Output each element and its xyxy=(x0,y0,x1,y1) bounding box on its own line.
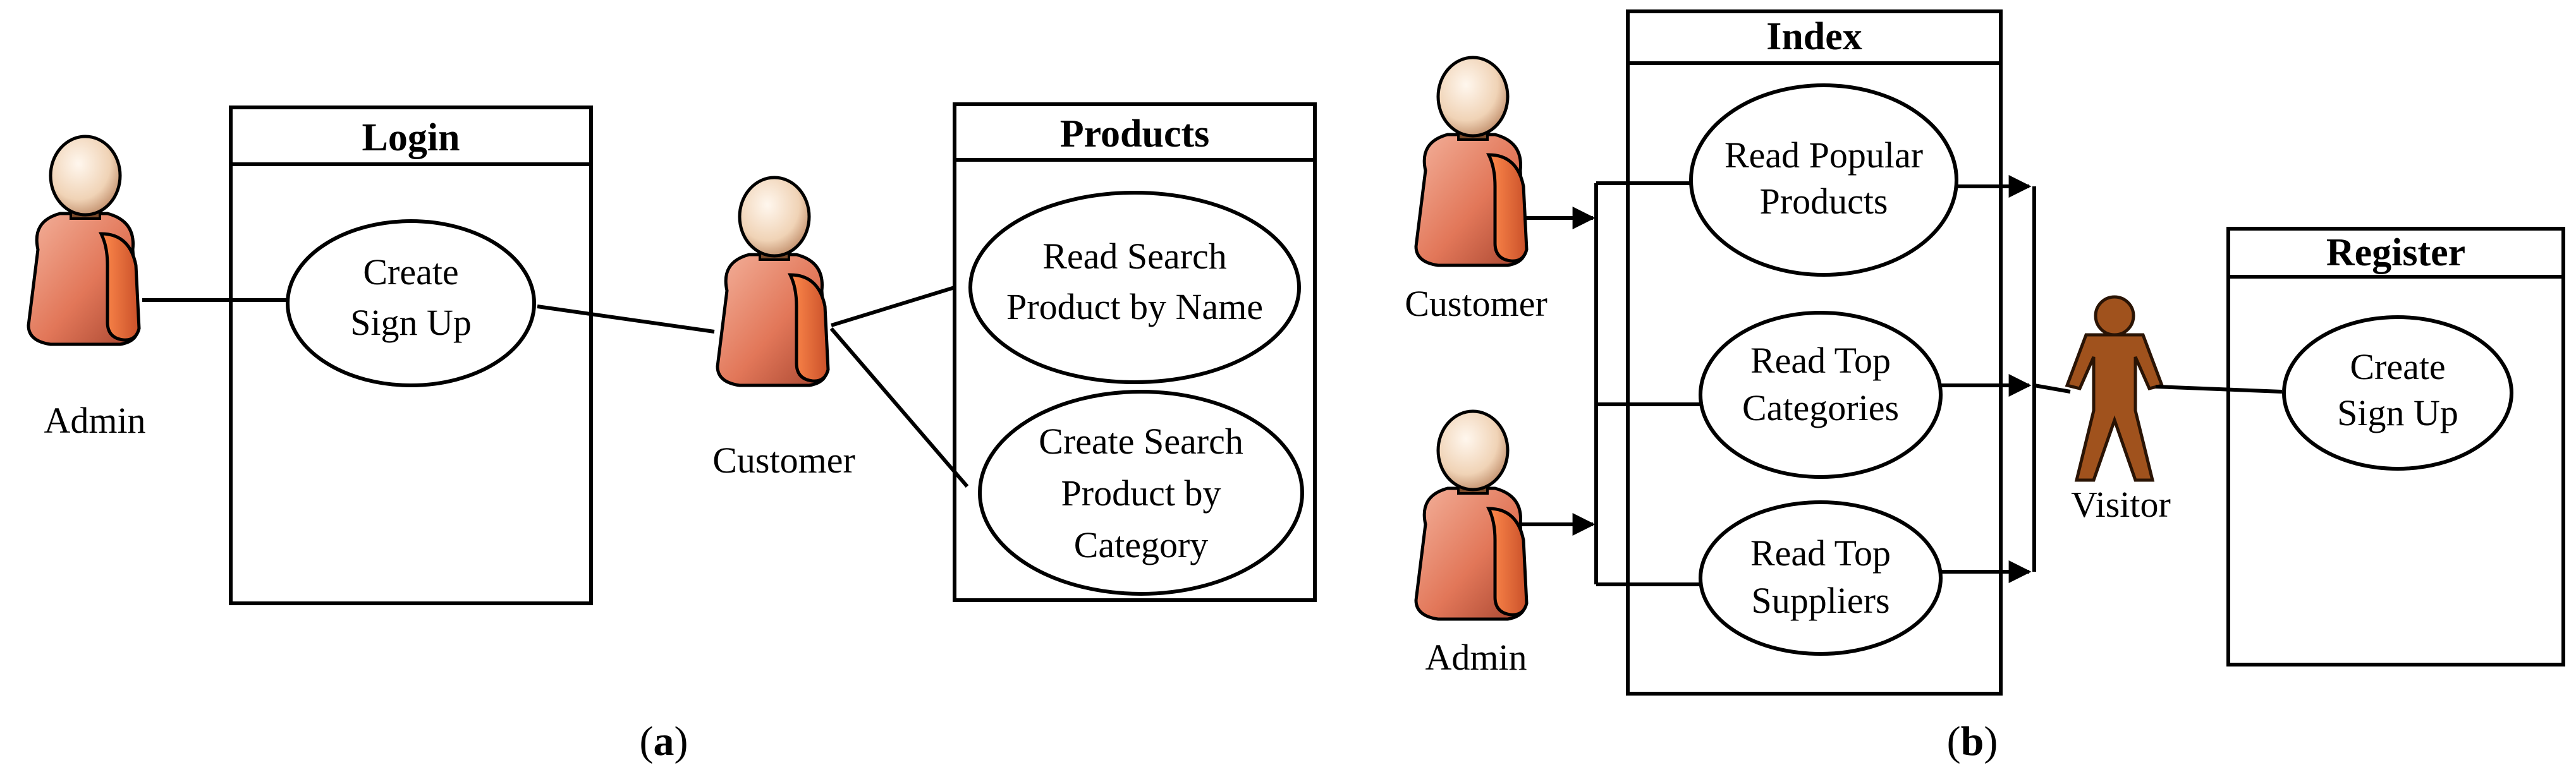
actor-customer-a: Customer xyxy=(712,178,855,481)
association-signup-customer xyxy=(537,305,715,334)
actor-label-admin: Admin xyxy=(44,400,145,441)
system-box-register: Register Create Sign Up xyxy=(2226,227,2565,666)
use-case-create-sign-up-line1: Create xyxy=(2350,346,2445,387)
use-case-ellipse xyxy=(1699,311,1943,479)
actor-customer-b: Customer xyxy=(1405,57,1547,324)
panel-b: Customer Admin Index Read Popular Produc… xyxy=(1405,9,2565,764)
association-visitor-register xyxy=(2155,385,2283,394)
actor-label-admin: Admin xyxy=(1425,637,1527,678)
panel-label-b: (b) xyxy=(1947,718,1998,764)
association-bus-visitor xyxy=(2034,383,2071,394)
use-case-create-sign-up-line2: Sign Up xyxy=(350,302,472,343)
actor-admin-a: Admin xyxy=(28,136,146,441)
use-case-read-search-line1: Read Search xyxy=(1042,236,1226,277)
panel-label-a: (a) xyxy=(640,718,688,764)
index-box-title: Index xyxy=(1766,15,1862,58)
person-icon xyxy=(1416,411,1527,619)
use-case-read-search-line2: Product by Name xyxy=(1006,286,1263,327)
use-case-create-search-line2: Product by xyxy=(1061,473,1221,514)
use-case-create-search-line1: Create Search xyxy=(1039,421,1243,462)
index-box-frame xyxy=(1626,9,2003,696)
use-case-create-sign-up-line2: Sign Up xyxy=(2337,392,2458,433)
stick-figure-icon xyxy=(2065,295,2164,482)
use-case-create-sign-up-line1: Create xyxy=(363,251,458,292)
actor-visitor: Visitor xyxy=(2065,295,2171,525)
actor-label-customer: Customer xyxy=(712,440,855,481)
register-box-title: Register xyxy=(2326,231,2465,274)
products-box-title: Products xyxy=(1060,112,1210,155)
system-box-index: Index Read Popular Products Read Top Cat… xyxy=(1626,9,2003,696)
use-case-ellipse xyxy=(968,191,1301,384)
system-box-login: Login Create Sign Up xyxy=(229,106,593,605)
use-case-read-categories-line1: Read Top xyxy=(1750,340,1891,381)
use-case-ellipse xyxy=(2282,315,2513,471)
use-case-ellipse xyxy=(286,219,536,387)
panel-a: Admin Login Create Sign Up Customer Prod… xyxy=(28,102,1317,764)
register-box-frame xyxy=(2226,227,2565,666)
login-box-title: Login xyxy=(362,116,460,159)
association-customer-read-search xyxy=(831,286,955,327)
person-icon xyxy=(717,178,828,385)
person-icon xyxy=(1416,57,1527,265)
use-case-read-popular-line2: Products xyxy=(1760,181,1888,222)
actor-admin-b: Admin xyxy=(1416,411,1527,678)
products-box-frame xyxy=(953,102,1317,602)
use-case-read-suppliers-line2: Suppliers xyxy=(1751,580,1889,621)
actor-label-customer: Customer xyxy=(1405,283,1547,324)
actor-label-visitor: Visitor xyxy=(2071,484,2171,525)
system-box-products: Products Read Search Product by Name Cre… xyxy=(953,102,1317,602)
use-case-read-categories-line2: Categories xyxy=(1742,387,1899,428)
use-case-read-popular-line1: Read Popular xyxy=(1724,135,1923,176)
use-case-read-suppliers-line1: Read Top xyxy=(1750,533,1891,574)
use-case-ellipse xyxy=(978,390,1304,596)
use-case-ellipse xyxy=(1699,500,1943,656)
association-customer-create-search xyxy=(829,327,969,488)
login-box-frame xyxy=(229,106,593,605)
person-icon xyxy=(28,136,139,344)
use-case-ellipse xyxy=(1689,83,1958,277)
use-case-create-search-line3: Category xyxy=(1074,524,1209,565)
